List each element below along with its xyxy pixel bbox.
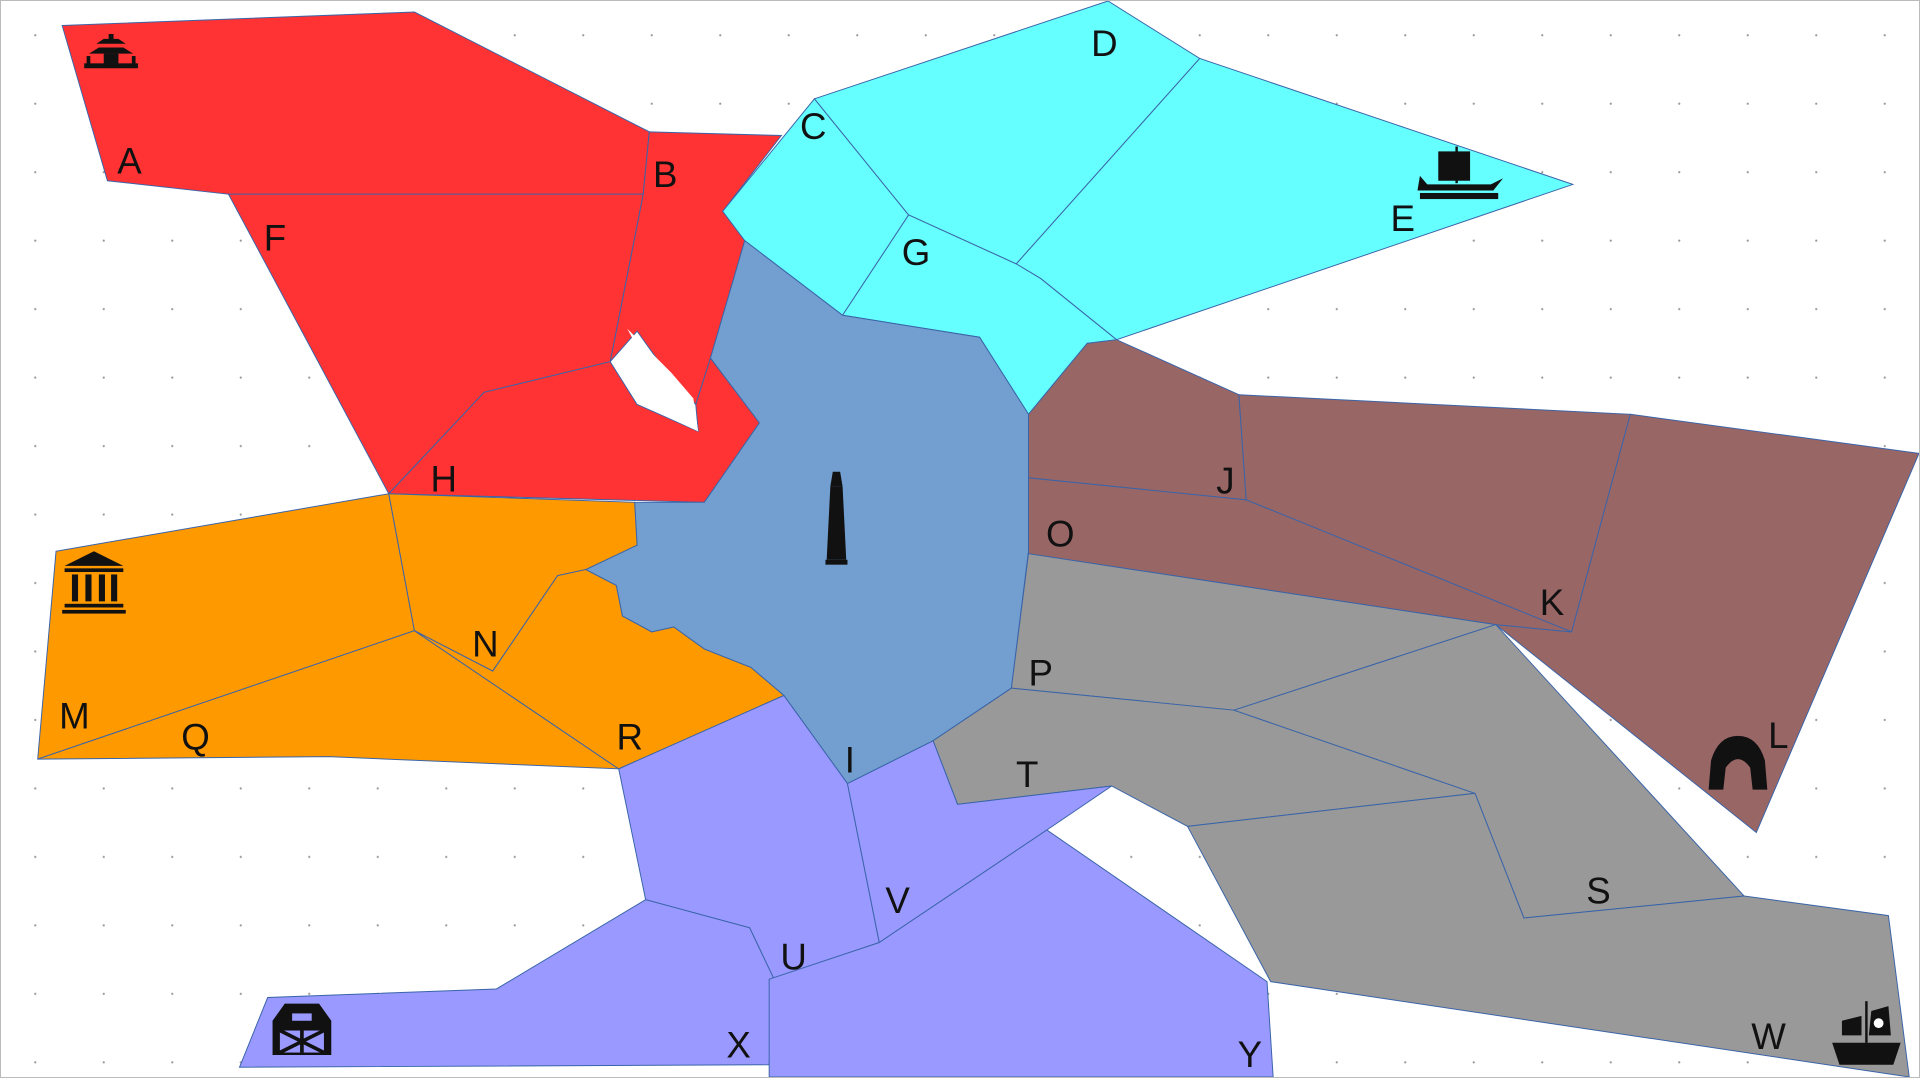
region-label-v: V [885,880,910,921]
region-label-i: I [845,740,855,781]
region-label-k: K [1540,582,1565,623]
region-l[interactable] [1494,413,1919,834]
region-w[interactable] [1186,792,1910,1077]
region-label-o: O [1046,513,1075,554]
pagoda-icon [84,34,138,69]
lighthouse-icon [825,471,848,565]
region-label-r: R [616,716,642,757]
region-label-t: T [1016,754,1038,795]
region-label-n: N [472,623,498,664]
region-label-m: M [59,696,90,737]
region-label-f: F [264,217,286,258]
pirate-ship-icon [1832,1001,1901,1065]
region-label-c: C [800,106,826,147]
region-label-l: L [1768,715,1788,756]
barn-icon [272,1003,332,1055]
region-label-y: Y [1238,1034,1262,1075]
region-label-j: J [1216,461,1234,502]
region-label-p: P [1028,653,1052,694]
museum-icon [62,551,126,614]
region-label-a: A [117,140,142,181]
region-o[interactable] [1028,477,1572,633]
cave-icon [1708,735,1768,790]
region-label-h: H [431,458,457,499]
viking-ship-icon [1417,146,1504,200]
region-label-w: W [1751,1016,1786,1057]
region-label-s: S [1586,870,1610,911]
region-label-b: B [653,154,677,195]
region-label-e: E [1391,198,1415,239]
region-label-d: D [1091,23,1117,64]
region-label-u: U [780,936,806,977]
region-label-g: G [902,232,931,273]
region-label-q: Q [181,716,210,757]
region-y[interactable] [768,829,1274,1077]
region-label-x: X [726,1024,750,1065]
notch-gap [627,328,699,432]
